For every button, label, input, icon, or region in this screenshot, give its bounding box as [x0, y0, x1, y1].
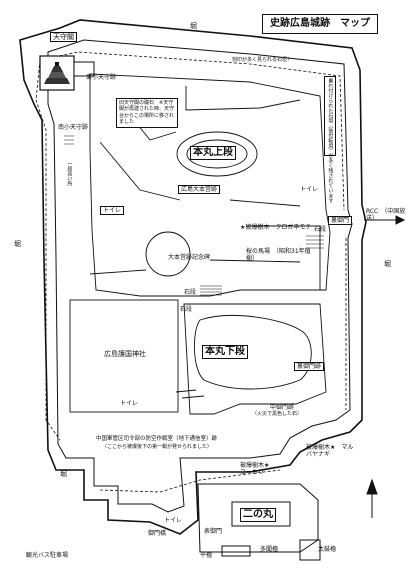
label-moat-right: 堀	[384, 260, 391, 268]
label-sakura: 桜の馬場 （昭和31年植樹）	[246, 248, 311, 262]
map-title: 史跡広島城跡 マップ	[262, 14, 378, 34]
label-honmaru-jodan: 本丸上段	[190, 146, 236, 160]
label-taiko: 太鼓櫓	[318, 546, 337, 553]
label-chugoku-gunkanku: 中国軍管区司令部の防空作戦室（地下通信室）跡	[96, 436, 218, 442]
label-kanko-bus: 観光バス駐車場	[26, 552, 69, 559]
note-left: 一段高い所	[66, 161, 73, 186]
compass-icon	[366, 478, 378, 518]
label-ura-gomon: 裏御門	[328, 216, 353, 225]
label-ishidan-3: 石段	[180, 306, 193, 313]
label-ninomon: 御門橋	[148, 530, 167, 537]
label-toilet-1: トイレ	[100, 206, 125, 215]
label-tamon: 多聞櫓	[260, 546, 279, 553]
label-toilet-4: トイレ	[164, 517, 183, 524]
honmaru-jodan-area	[89, 73, 331, 297]
label-toilet-3: トイレ	[120, 400, 139, 407]
label-moat-left: 堀	[14, 240, 21, 248]
rcc-arrow-icon	[364, 215, 406, 225]
label-chugoku-sub: （ここから被爆後下の第一報が発せられました）	[102, 444, 213, 450]
label-minami-kotenshu: 南小天守跡	[58, 124, 89, 131]
honmaru-gedan-area	[69, 299, 327, 415]
label-higashi-kotenshu: 東小天守跡	[86, 74, 117, 81]
label-tenshukaku: 天守閣	[50, 32, 77, 42]
label-daihonei-ishi: 大本営跡記念碑	[168, 254, 211, 261]
label-moat-top: 堀	[190, 22, 197, 30]
stairs	[64, 135, 324, 296]
label-honmaru-gedan: 本丸下段	[202, 345, 248, 359]
label-toilet-2: トイレ	[300, 186, 319, 193]
label-moat-bottom: 堀	[60, 470, 67, 478]
note-top: 刻印が多く見られる石垣！	[232, 57, 293, 63]
label-hiroshima-gokoku: 広島護国神社	[104, 350, 146, 358]
label-hiroshima-daihonei: 広島大本営跡	[178, 185, 221, 194]
walking-path	[35, 51, 347, 493]
label-kuroganemochi: ★被爆樹木 クロガネモチ	[240, 224, 312, 231]
label-uraomote-gomon: 裏御門跡	[294, 362, 325, 371]
note-right: 乗れ付けられた石垣（後世転用）が多く残されています	[324, 76, 337, 203]
label-heiro: 平櫓	[200, 552, 213, 559]
label-hibaku-yukari: 被爆樹木★ ユーカリ	[240, 462, 276, 476]
label-rcc: RCC （中国放送）	[366, 208, 406, 222]
outer-wall	[19, 19, 367, 535]
note-kyu-tenshu: 旧天守閣の礎石 ※天守閣が再建された時、天守台からこの場所に移されました	[116, 98, 178, 128]
tenshukaku-building	[39, 55, 95, 91]
label-ishidan-2: 石段	[314, 226, 327, 233]
label-omote-gomon: 表御門	[204, 528, 223, 535]
label-ninomaru: 二の丸	[240, 508, 276, 522]
label-chugomon: 中御門跡	[270, 404, 295, 411]
label-chugomon-sub: （火災で黒色した石）	[252, 411, 303, 417]
ninomaru-area	[197, 483, 321, 561]
label-ishidan-1: 石段	[184, 289, 197, 296]
label-hibaku-yanagi: 被爆樹木★ マルバヤナギ	[306, 444, 354, 458]
